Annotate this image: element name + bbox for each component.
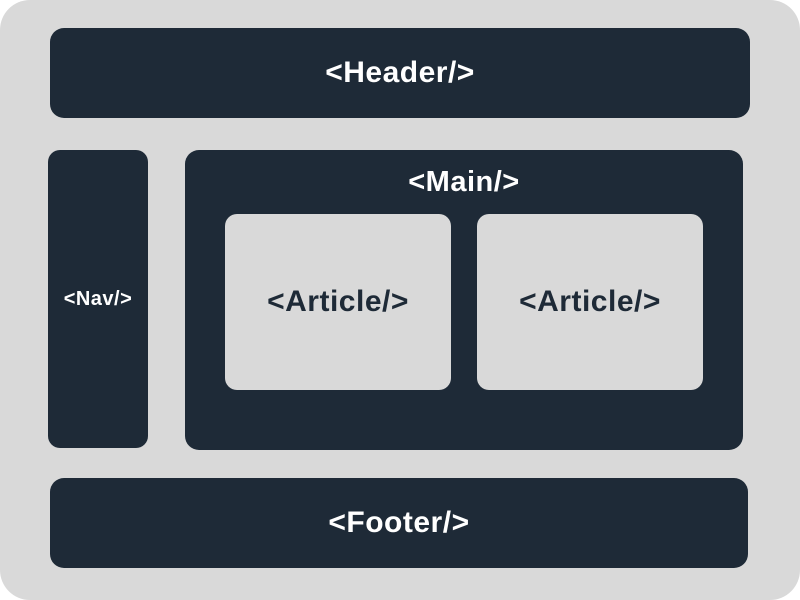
header-block-label: <Header/> <box>325 56 475 89</box>
nav-block: <Nav/> <box>48 150 148 448</box>
footer-block-label: <Footer/> <box>328 506 470 539</box>
main-block-label: <Main/> <box>408 166 520 198</box>
article-block: <Article/> <box>477 213 703 390</box>
header-block: <Header/> <box>50 28 750 118</box>
article-block-label: <Article/> <box>267 284 409 318</box>
main-block: <Main/> <Article/> <Article/> <box>185 150 743 450</box>
footer-block: <Footer/> <box>50 478 748 568</box>
article-block-label: <Article/> <box>519 284 661 318</box>
nav-block-label: <Nav/> <box>63 287 133 310</box>
article-block: <Article/> <box>225 213 451 390</box>
articles-row: <Article/> <Article/> <box>225 213 703 390</box>
